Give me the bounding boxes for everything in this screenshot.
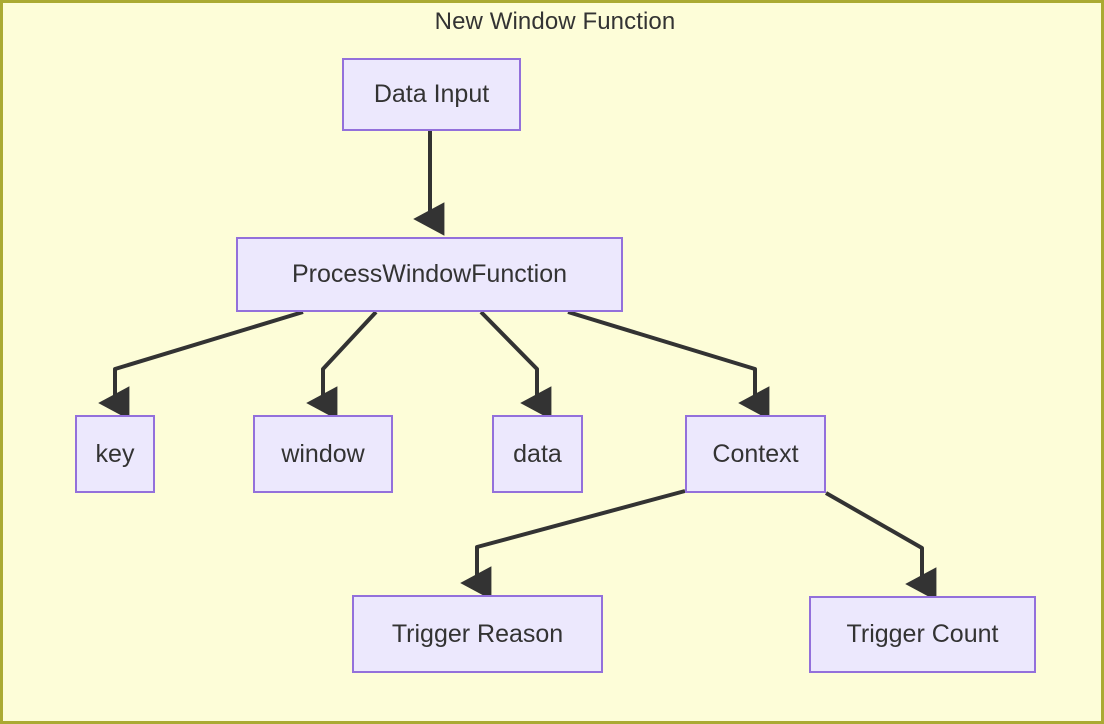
node-label: key [95, 439, 135, 468]
node-trigger-reason[interactable]: Trigger Reason [352, 595, 603, 673]
node-trigger-count[interactable]: Trigger Count [809, 596, 1036, 673]
node-label: Trigger Reason [391, 619, 564, 648]
node-context[interactable]: Context [685, 415, 826, 493]
node-data[interactable]: data [492, 415, 583, 493]
node-data-input[interactable]: Data Input [342, 58, 521, 131]
node-label: Trigger Count [846, 620, 999, 648]
node-key[interactable]: key [75, 415, 155, 493]
node-label: Data Input [373, 80, 490, 108]
node-label: data [513, 439, 562, 468]
node-label: Context [712, 439, 799, 468]
node-label: window [281, 439, 365, 468]
node-label: ProcessWindowFunction [291, 260, 568, 288]
node-window[interactable]: window [253, 415, 393, 493]
node-pwf[interactable]: ProcessWindowFunction [236, 237, 623, 312]
diagram-title: New Window Function [434, 8, 676, 35]
